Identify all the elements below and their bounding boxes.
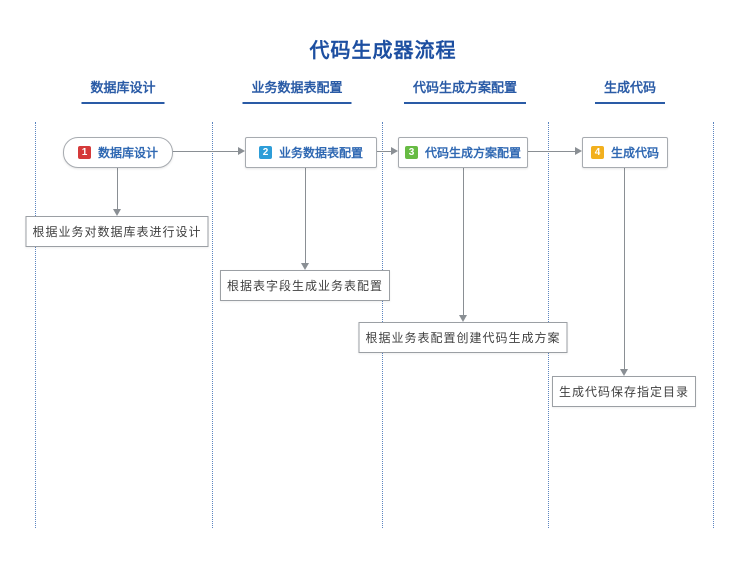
arrow-step3-to-desc [459,167,467,322]
page-title: 代码生成器流程 [309,40,457,62]
step-4-badge: 4 [590,146,604,159]
step-1-badge: 1 [77,146,91,159]
step-2-badge: 2 [258,146,272,159]
desc-box-step1: 根据业务对数据库表进行设计 [25,216,209,247]
step-2-label: 业务数据表配置 [278,146,363,160]
desc-box-step2: 根据表字段生成业务表配置 [219,270,391,301]
step-3-badge: 3 [404,146,418,159]
step-1-label: 数据库设计 [97,146,158,160]
desc-box-step4: 生成代码保存指定目录 [551,376,697,407]
desc-box-step3: 根据业务表配置创建代码生成方案 [358,322,568,353]
step-node-business-table-config: 2 业务数据表配置 [245,137,377,168]
arrow-step3-to-step4 [527,147,582,155]
lane-divider [713,122,714,528]
step-node-generate-code: 4 生成代码 [582,137,668,168]
lane-header-database-design: 数据库设计 [81,77,165,104]
lane-header-business-table-config: 业务数据表配置 [242,77,352,104]
step-node-codegen-scheme-config: 3 代码生成方案配置 [398,137,528,168]
step-3-label: 代码生成方案配置 [424,146,521,160]
lane-divider [35,122,36,528]
arrow-step1-to-step2 [172,147,245,155]
lane-header-codegen-scheme-config: 代码生成方案配置 [403,77,527,104]
lane-header-generate-code: 生成代码 [594,77,666,104]
arrow-step2-to-step3 [376,147,398,155]
arrow-step2-to-desc [301,167,309,270]
step-node-database-design: 1 数据库设计 [63,137,173,168]
step-4-label: 生成代码 [610,146,659,160]
arrow-step4-to-desc [620,167,628,376]
arrow-step1-to-desc [113,167,121,216]
lane-divider [212,122,213,528]
